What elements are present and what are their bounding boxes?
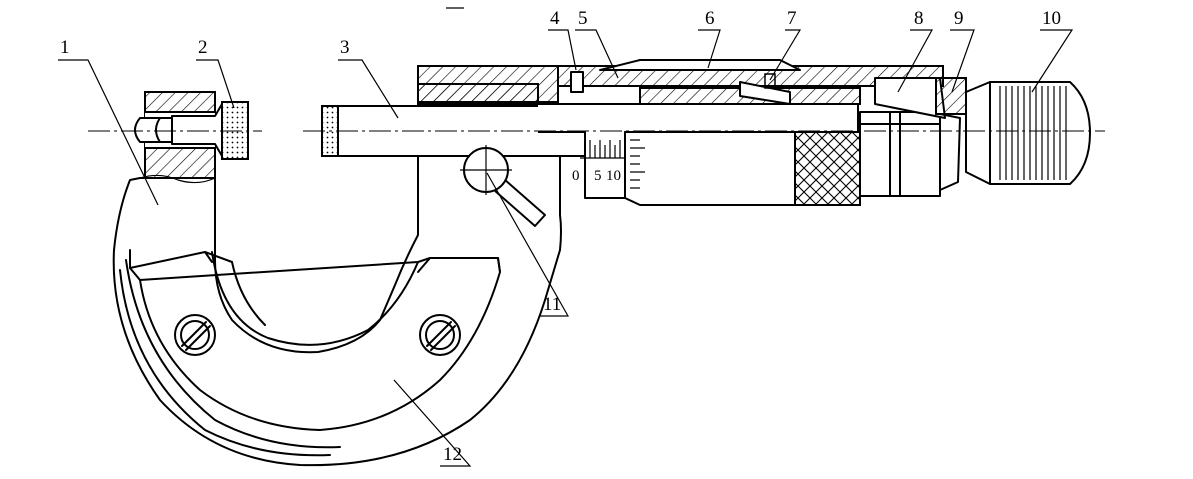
center-lines [88, 7, 1105, 132]
callout-9: 9 [954, 8, 964, 29]
callout-11: 11 [543, 294, 561, 315]
callout-7: 7 [787, 8, 797, 29]
callout-6: 6 [705, 8, 715, 29]
ratchet-mechanism [739, 73, 967, 191]
callout-3: 3 [340, 37, 350, 58]
sleeve-scale: 0 5 10 [572, 132, 625, 184]
scale-label-5: 5 [594, 168, 602, 184]
callout-2: 2 [198, 37, 208, 58]
callout-labels: 1 2 3 4 5 6 7 8 9 10 11 12 [60, 8, 1061, 465]
leader-lines [58, 29, 1074, 467]
screw-right [419, 314, 461, 356]
callout-1: 1 [60, 37, 70, 58]
thimble [624, 111, 941, 206]
callout-5: 5 [578, 8, 588, 29]
scale-label-10: 10 [606, 168, 621, 184]
screw-left [174, 314, 216, 356]
scale-label-0: 0 [572, 168, 580, 184]
ratchet-knob [965, 81, 1091, 185]
callout-10: 10 [1042, 8, 1061, 29]
pin [570, 71, 584, 93]
callout-12: 12 [443, 444, 462, 465]
callout-8: 8 [914, 8, 924, 29]
lock-lever [460, 145, 546, 227]
callout-4: 4 [550, 8, 560, 29]
